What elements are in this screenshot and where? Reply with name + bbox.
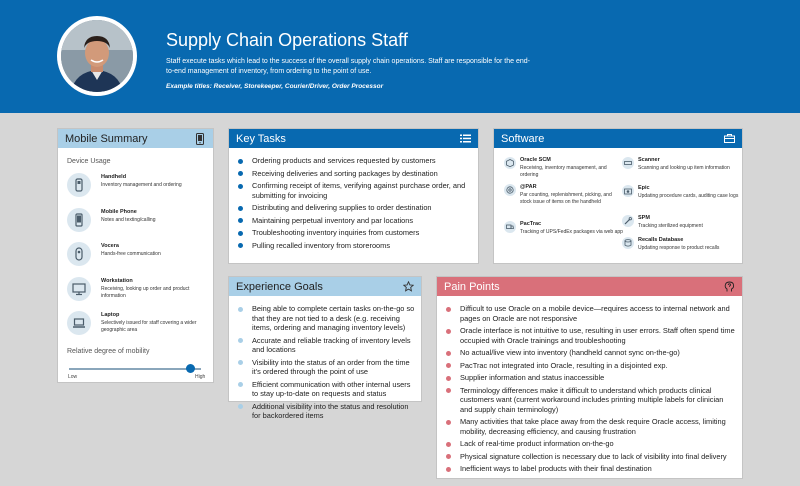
- software-description: Updating response to product recalls: [638, 245, 720, 251]
- pain-points-header: Pain Points: [437, 277, 742, 296]
- device-item: Workstation Receiving, looking up order …: [67, 277, 212, 307]
- pain-points-list: Difficult to use Oracle on a mobile devi…: [444, 304, 737, 474]
- key-tasks-list: Ordering products and services requested…: [236, 156, 471, 250]
- device-name: Workstation: [101, 278, 133, 284]
- list-item: Troubleshooting inventory inquiries from…: [236, 228, 471, 238]
- software-header: Software: [494, 129, 742, 148]
- list-item: No actual/live view into inventory (hand…: [444, 348, 737, 358]
- mobility-low-label: Low: [68, 374, 78, 380]
- mobility-high-label: High: [195, 374, 206, 380]
- list-item: Supplier information and status inaccess…: [444, 373, 737, 383]
- head-question-icon: [723, 281, 735, 293]
- mobile-summary-card: Mobile Summary Device Usage Handheld Inv…: [57, 128, 214, 383]
- page-title: Supply Chain Operations Staff: [166, 30, 408, 50]
- device-description: Inventory management and ordering: [101, 182, 182, 188]
- device-usage-label: Device Usage: [67, 158, 111, 165]
- pain-points-card: Pain Points Difficult to use Oracle on a…: [436, 276, 743, 479]
- device-item: Mobile Phone Notes and texting/calling: [67, 208, 212, 238]
- device-name: Vocera: [101, 243, 119, 249]
- list-item: Confirming receipt of items, verifying a…: [236, 181, 471, 200]
- software-name: Scanner: [638, 157, 660, 163]
- device-description: Notes and texting/calling: [101, 217, 156, 223]
- software-description: Tracking sterilized equipment: [638, 223, 703, 229]
- device-name: Handheld: [101, 174, 127, 180]
- device-description: Hands-free communication: [101, 251, 161, 257]
- list-item: Maintaining perpetual inventory and par …: [236, 216, 471, 226]
- handheld-scanner-icon: [67, 173, 91, 197]
- vocera-badge-icon: [67, 242, 91, 266]
- list-item: Additional visibility into the status an…: [236, 402, 418, 421]
- list-item: Difficult to use Oracle on a mobile devi…: [444, 304, 737, 323]
- truck-icon: [504, 221, 516, 233]
- mobile-summary-title: Mobile Summary: [65, 132, 148, 145]
- software-description: Receiving, inventory management, and ord…: [520, 165, 607, 178]
- list-item: Distributing and delivering supplies to …: [236, 203, 471, 213]
- device-item: Laptop Selectively issued for staff cove…: [67, 311, 212, 341]
- list-item: Inefficient ways to label products with …: [444, 464, 737, 474]
- list-item: Receiving deliveries and sorting package…: [236, 169, 471, 179]
- device-description: Receiving, looking up order and product …: [101, 286, 190, 299]
- software-description: Updating procedure cards, auditing case …: [638, 193, 739, 199]
- software-description: Par counting, replenishment, picking, an…: [520, 192, 612, 205]
- key-tasks-header: Key Tasks: [229, 129, 478, 148]
- mobility-slider-thumb: [185, 364, 195, 373]
- avatar: [57, 16, 137, 96]
- device-item: Handheld Inventory management and orderi…: [67, 173, 212, 203]
- software-name: @PAR: [520, 184, 537, 190]
- experience-goals-header: Experience Goals: [229, 277, 421, 296]
- device-name: Mobile Phone: [101, 209, 137, 215]
- device-description: Selectively issued for staff covering a …: [101, 320, 197, 333]
- list-item: Lack of real-time product information on…: [444, 439, 737, 449]
- toolbox-icon: [723, 133, 735, 145]
- mobility-label: Relative degree of mobility: [67, 348, 150, 355]
- list-item: Being able to complete certain tasks on-…: [236, 304, 418, 333]
- device-name: Laptop: [101, 312, 120, 318]
- software-card: Software Oracle SCM Receiving, inventory…: [493, 128, 743, 264]
- list-item: Oracle interface is not intuitive to use…: [444, 326, 737, 345]
- software-name: Oracle SCM: [520, 157, 551, 163]
- list-item: PacTrac not integrated into Oracle, resu…: [444, 361, 737, 371]
- star-icon: [402, 281, 414, 293]
- at-sign-icon: [504, 184, 516, 196]
- list-item: Physical signature collection is necessa…: [444, 452, 737, 462]
- list-icon: [459, 133, 471, 145]
- camera-icon: [622, 185, 634, 197]
- monitor-icon: [67, 277, 91, 301]
- pain-points-title: Pain Points: [444, 280, 500, 293]
- mobility-slider-track: [69, 368, 201, 370]
- mobile-phone-icon: [67, 208, 91, 232]
- list-item: Efficient communication with other inter…: [236, 380, 418, 399]
- cube-icon: [504, 157, 516, 169]
- persona-description: Staff execute tasks which lead to the su…: [166, 58, 530, 75]
- experience-goals-list: Being able to complete certain tasks on-…: [236, 304, 418, 421]
- mobile-summary-header: Mobile Summary: [58, 129, 213, 148]
- database-icon: [622, 237, 634, 249]
- list-item: Ordering products and services requested…: [236, 156, 471, 166]
- mobile-phone-icon: [194, 132, 206, 145]
- persona-header: Supply Chain Operations Staff Staff exec…: [0, 0, 800, 113]
- key-tasks-card: Key Tasks Ordering products and services…: [228, 128, 479, 264]
- software-name: Epic: [638, 185, 650, 191]
- list-item: Pulling recalled inventory from storeroo…: [236, 241, 471, 251]
- software-description: Tracking of UPS/FedEx packages via web a…: [520, 229, 623, 235]
- experience-goals-title: Experience Goals: [236, 280, 323, 293]
- experience-goals-card: Experience Goals Being able to complete …: [228, 276, 422, 420]
- laptop-icon: [67, 311, 91, 335]
- list-item: Visibility into the status of an order f…: [236, 358, 418, 377]
- list-item: Terminology differences make it difficul…: [444, 386, 737, 415]
- list-item: Many activities that take place away fro…: [444, 417, 737, 436]
- tool-icon: [622, 215, 634, 227]
- list-item: Accurate and reliable tracking of invent…: [236, 336, 418, 355]
- device-item: Vocera Hands-free communication: [67, 242, 212, 272]
- software-description: Scanning and looking up item information: [638, 165, 730, 171]
- software-name: SPM: [638, 215, 650, 221]
- software-name: Recalls Database: [638, 237, 684, 243]
- scanner-icon: [622, 157, 634, 169]
- software-title: Software: [501, 132, 545, 145]
- software-name: PacTrac: [520, 221, 542, 227]
- example-titles: Example titles: Receiver, Storekeeper, C…: [166, 83, 384, 90]
- key-tasks-title: Key Tasks: [236, 132, 286, 145]
